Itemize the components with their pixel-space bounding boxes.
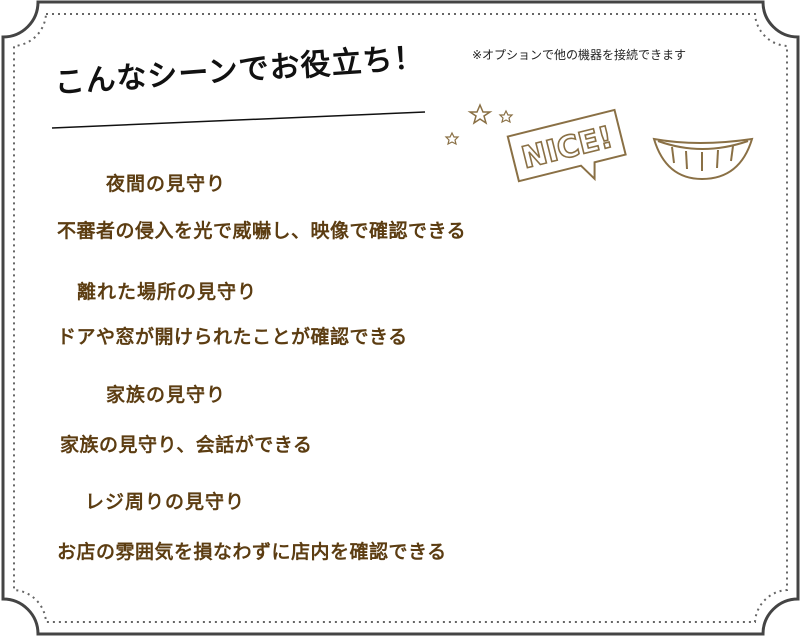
inner-dotted-border: [13, 13, 788, 623]
use-case-heading: レジ周りの見守り: [85, 491, 246, 513]
nice-badge: NICE!: [506, 108, 627, 183]
use-case-heading: 家族の見守り: [106, 384, 227, 406]
star-icon: [467, 103, 493, 125]
nice-decoration: NICE!: [444, 103, 754, 183]
option-note: ※オプションで他の機器を接続できます: [472, 48, 687, 62]
use-case-description: お店の雰囲気を損なわずに店内を確認できる: [57, 541, 447, 563]
star-icon: [444, 131, 460, 146]
use-case-description: ドアや窓が開けられたことが確認できる: [57, 326, 408, 348]
use-case-description: 不審者の侵入を光で威嚇し、映像で確認できる: [57, 220, 467, 242]
title-underline: [51, 111, 426, 129]
smile-icon: [652, 137, 754, 181]
use-case-heading: 離れた場所の見守り: [77, 281, 258, 303]
use-case-description: 家族の見守り、会話ができる: [60, 434, 313, 456]
star-icon: [498, 109, 514, 124]
use-case-heading: 夜間の見守り: [106, 173, 227, 195]
